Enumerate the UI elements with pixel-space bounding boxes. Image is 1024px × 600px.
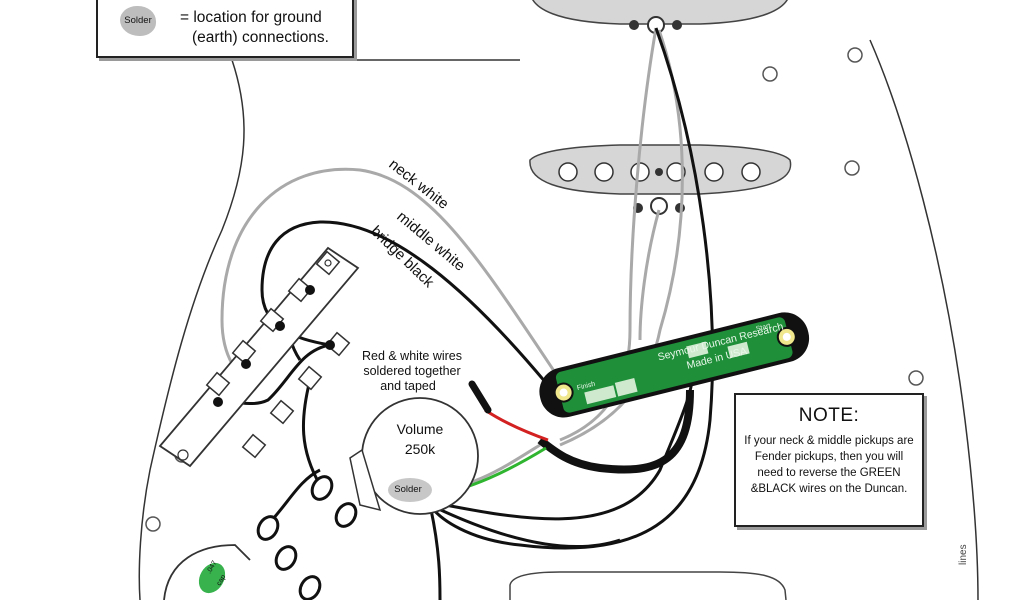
screw-hole: [844, 160, 860, 176]
black-wires: [217, 27, 714, 600]
legend-text: = location for ground (earth) connection…: [180, 8, 329, 48]
capacitor-unit: cap: [216, 574, 228, 587]
screw-hole: [762, 66, 778, 82]
pcb-finish: Finish: [576, 381, 596, 392]
legend-blob-label: Solder: [124, 15, 152, 26]
volume-pot: Volume 250k Solder: [349, 397, 479, 515]
pickguard-outline: [138, 39, 979, 600]
callout-line1: Red & white wires: [362, 349, 462, 363]
neck-pickup-lug: [629, 20, 639, 30]
pot-lugs: [256, 475, 358, 600]
white-wires: [220, 27, 684, 494]
callout-line3: and taped: [380, 379, 436, 393]
legend-line1: = location for ground: [180, 9, 322, 26]
screw-hole: [847, 47, 863, 63]
middle-pickup-poles: [558, 162, 761, 182]
neck-wire-label: neck white: [386, 156, 452, 213]
callout-line2: soldered together: [363, 364, 460, 378]
bridge-pickup-outline: [509, 571, 787, 600]
taped-wires: [468, 380, 492, 414]
neck-pickup: [532, 0, 788, 25]
volume-solder-label: Solder: [394, 484, 421, 495]
pcb-start: Start: [755, 323, 771, 333]
legend-box: Solder = location for ground (earth) con…: [96, 0, 354, 58]
volume-title: Volume: [397, 421, 444, 437]
volume-value: 250k: [405, 441, 436, 457]
solder-blob-icon: [120, 6, 156, 36]
red-wire: [484, 408, 549, 442]
humbucker-braid: [537, 389, 694, 474]
legend-line2: (earth) connections.: [192, 29, 329, 46]
note-title: NOTE:: [798, 405, 860, 426]
five-way-switch: [158, 246, 360, 468]
screw-hole: [145, 516, 161, 532]
screw-hole: [908, 370, 924, 386]
humbucker-pcb: Seymour Duncan Research Made in USA Fini…: [539, 312, 810, 418]
neck-pickup-lug: [672, 20, 682, 30]
note-body: If your neck & middle pickups are Fender…: [744, 435, 914, 495]
side-credit: lines: [958, 544, 969, 565]
middle-pickup-lug: [655, 168, 663, 176]
note-box: NOTE: If your neck & middle pickups are …: [734, 393, 924, 527]
